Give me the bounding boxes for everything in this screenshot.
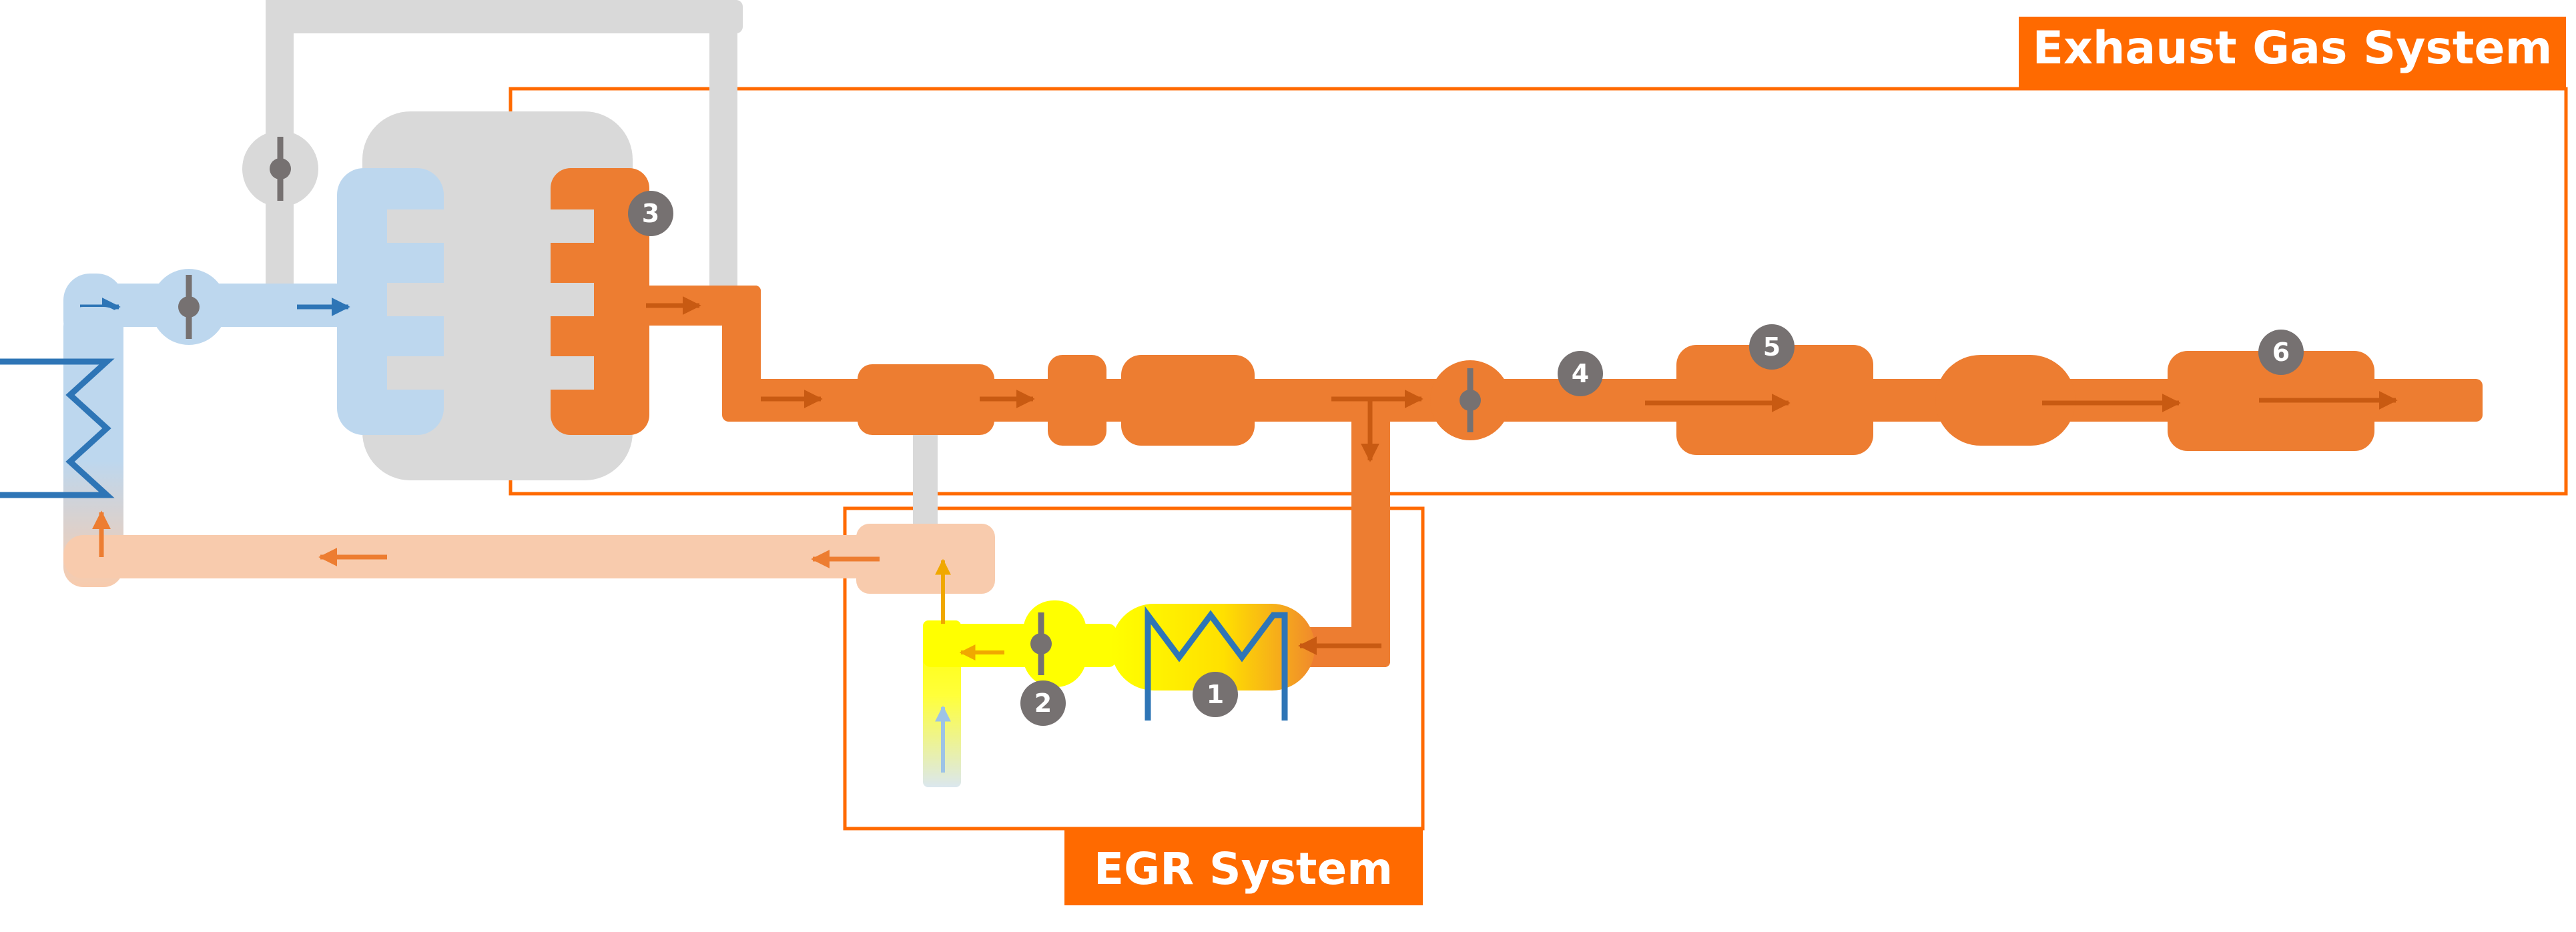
component-markers: 1 2 3 4 5 6 [628, 191, 2304, 726]
svg-text:3: 3 [642, 199, 659, 228]
marker-4: 4 [1558, 351, 1603, 396]
egr-cooler [1111, 604, 1315, 721]
exhaust-main-line [722, 345, 2483, 667]
svg-text:2: 2 [1034, 688, 1052, 718]
marker-6: 6 [2258, 330, 2304, 375]
marker-2: 2 [1020, 680, 1066, 726]
heat-exchanger-icon [0, 358, 115, 498]
intake-manifold [337, 168, 447, 435]
marker-1: 1 [1193, 672, 1238, 717]
heat-exchanger-icon [1145, 606, 1288, 721]
svg-text:5: 5 [1763, 332, 1781, 362]
intake-throttle-valve [151, 269, 227, 345]
exhaust-gas-system-label: Exhaust Gas System [2033, 22, 2553, 75]
throttle-valve-icon [178, 275, 200, 339]
throttle-valve-icon [270, 137, 291, 201]
marker-5: 5 [1749, 324, 1795, 370]
exhaust-gas-system-frame: Exhaust Gas System [509, 17, 2568, 496]
exhaust-manifold [547, 168, 761, 435]
marker-3: 3 [628, 191, 673, 236]
egr-return-pipe [63, 510, 995, 594]
svg-text:1: 1 [1207, 680, 1224, 709]
svg-text:6: 6 [2272, 338, 2290, 367]
egr-system [923, 558, 1381, 787]
exhaust-throttle-valve [1430, 360, 1510, 440]
egr-system-label: EGR System [1094, 843, 1393, 895]
bypass-pipes [266, 0, 938, 528]
exhaust-flow-arrows [761, 390, 2398, 462]
egr-system-frame: EGR System [843, 506, 1425, 905]
throttle-valve-icon [1030, 612, 1052, 675]
egr-valve [1030, 612, 1052, 675]
throttle-valve-icon [1460, 368, 1481, 432]
bypass-valve [242, 131, 318, 207]
svg-text:4: 4 [1572, 359, 1589, 388]
